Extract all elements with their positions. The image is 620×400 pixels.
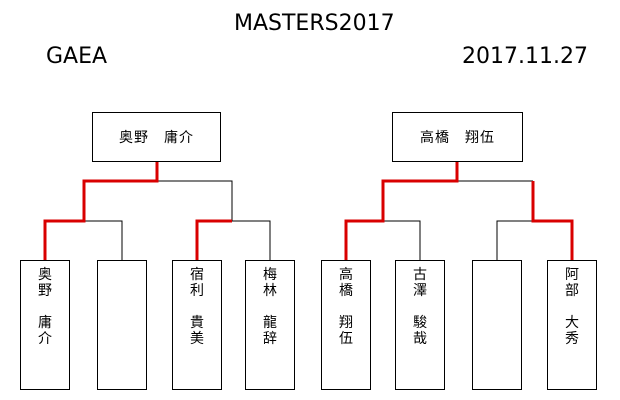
- left-bracket-lines: [84, 180, 271, 260]
- left-pair2-loser-line: [232, 220, 271, 260]
- tournament-title: MASTERS2017: [234, 11, 395, 36]
- right-champion-path: [344, 161, 459, 260]
- player-name: 梅 林 龍 辞: [263, 267, 277, 347]
- right-winner-box: 高橋 翔伍: [392, 112, 523, 162]
- player-box: 阿 部 大 秀: [547, 260, 597, 390]
- player-box: 古 澤 駿 哉: [395, 260, 445, 390]
- right-bracket-lines: [383, 180, 533, 260]
- player-name: 古 澤 駿 哉: [413, 267, 427, 347]
- organizer-label: GAEA: [46, 44, 108, 69]
- player-box: 梅 林 龍 辞: [245, 260, 295, 390]
- right-pair2-winner-path: [531, 181, 574, 260]
- left-pair1-loser-line: [84, 220, 123, 260]
- right-pair1-loser-line: [383, 220, 421, 260]
- player-box: 高 橋 翔 伍: [321, 260, 371, 390]
- left-pair2-winner-path: [195, 219, 232, 260]
- left-champion-path: [43, 161, 159, 260]
- left-winning-path: [43, 161, 232, 260]
- player-name: 宿 利 貴 美: [190, 267, 204, 347]
- player-name: 奥 野 庸 介: [38, 267, 52, 347]
- player-name: 阿 部 大 秀: [565, 267, 579, 347]
- right-winning-path: [344, 161, 574, 260]
- event-date: 2017.11.27: [462, 44, 588, 69]
- player-box-empty: [97, 260, 147, 390]
- player-box-empty: [472, 260, 522, 390]
- left-right-branch-line: [157, 180, 233, 221]
- right-pair2-loser-line: [496, 220, 533, 260]
- player-name: 高 橋 翔 伍: [339, 267, 353, 347]
- player-box: 奥 野 庸 介: [20, 260, 70, 390]
- left-winner-box: 奥野 庸介: [92, 112, 221, 162]
- player-box: 宿 利 貴 美: [172, 260, 222, 390]
